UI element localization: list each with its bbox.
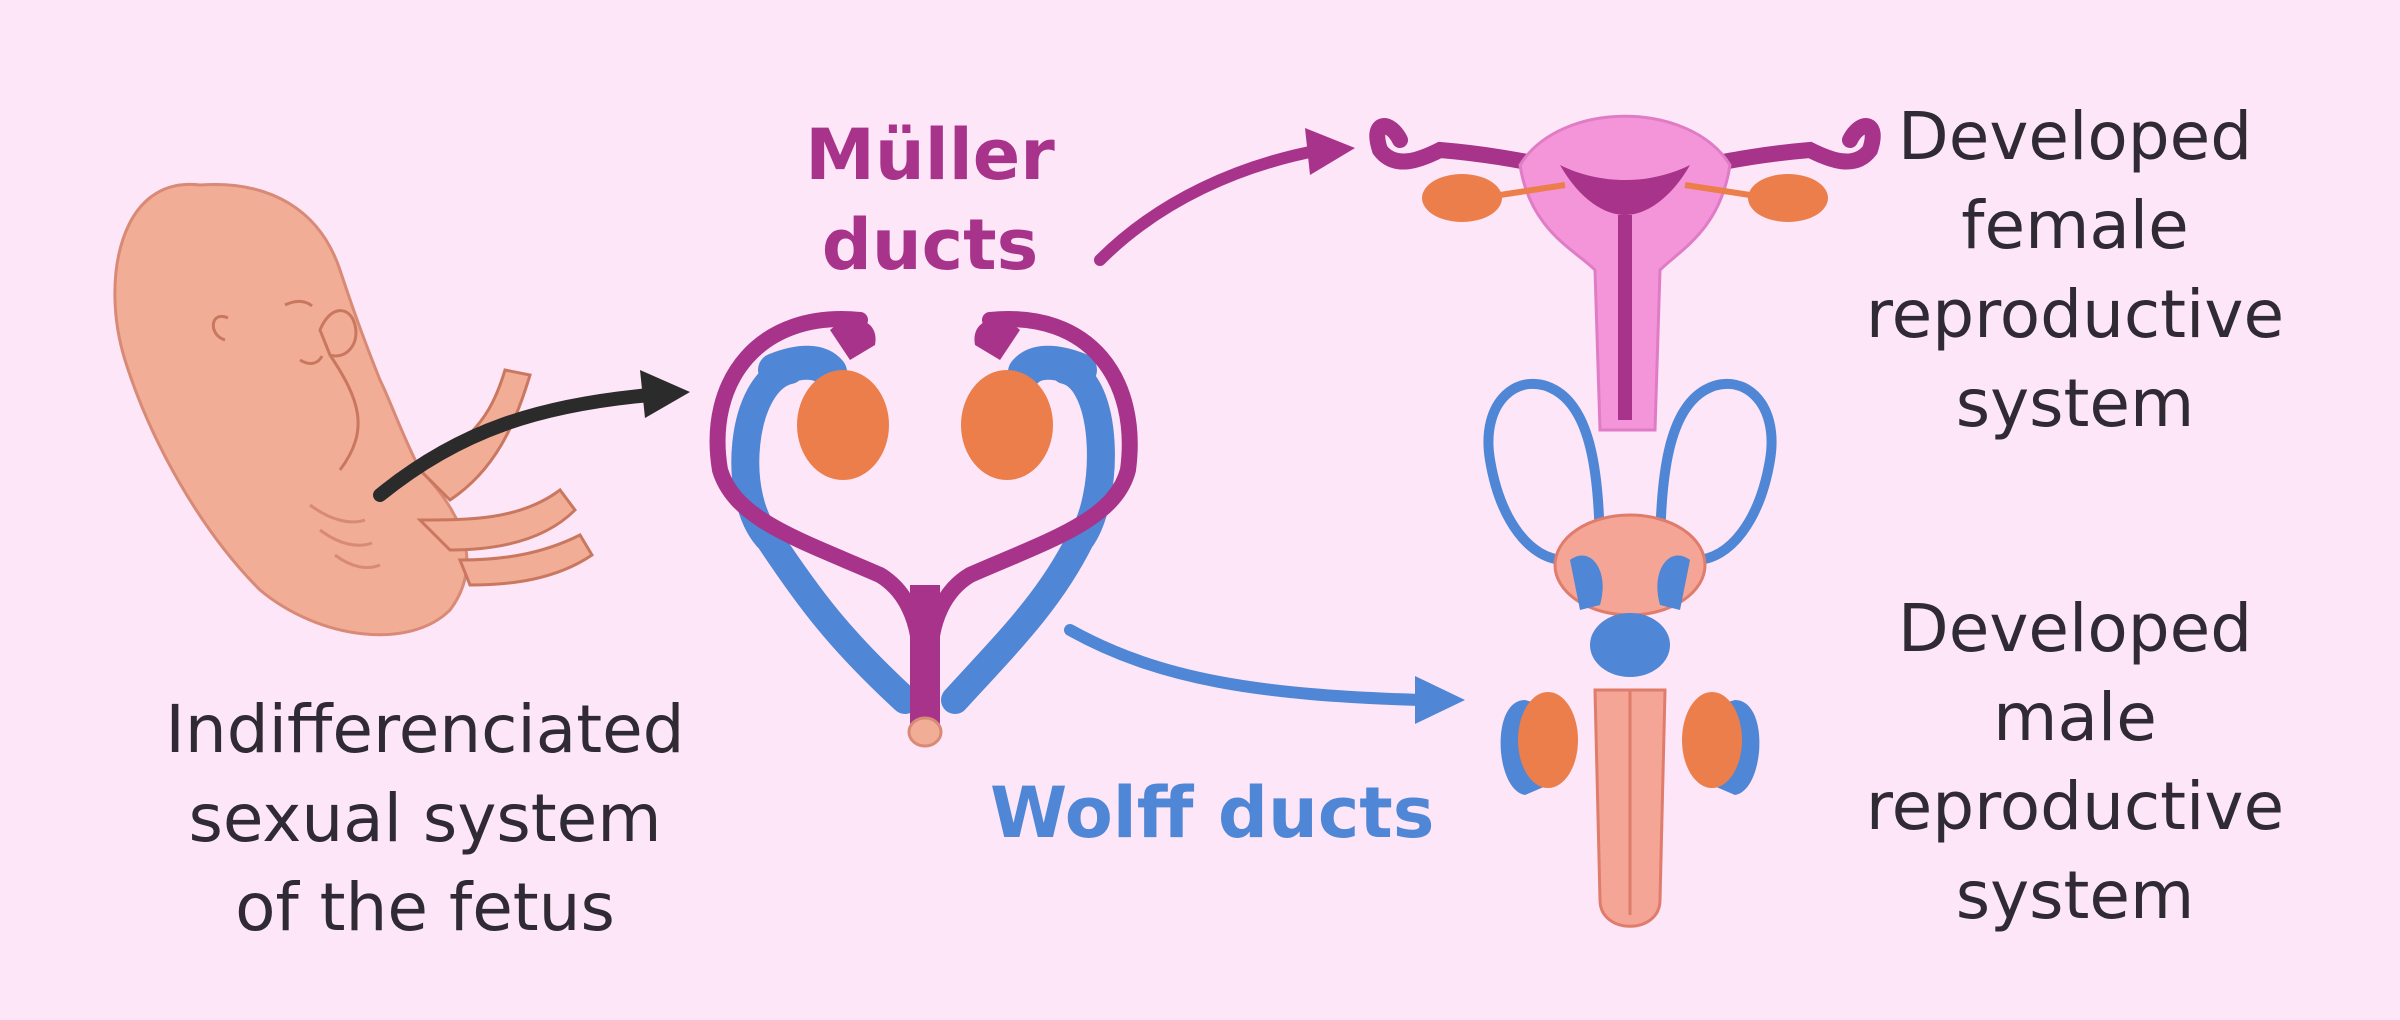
male-label-line-2: male xyxy=(1993,679,2157,756)
male-label-line-1: Developed xyxy=(1897,590,2253,667)
fetus-label: Indifferenciated sexual system of the fe… xyxy=(165,685,685,952)
fetus-to-ducts-arrow xyxy=(373,370,690,502)
ducts-illustration xyxy=(709,311,1138,748)
female-system-label: Developed female reproductive system xyxy=(1850,92,2300,448)
muller-ducts-label-line-2: ducts xyxy=(821,204,1039,286)
muller-ducts-label-line-1: Müller xyxy=(805,114,1055,196)
female-label-line-3: reproductive xyxy=(1865,276,2285,353)
fetus-illustration xyxy=(113,182,595,637)
female-system-illustration xyxy=(1369,114,1881,432)
fetus-label-line-3: of the fetus xyxy=(235,869,615,946)
female-label-line-2: female xyxy=(1961,187,2189,264)
fetus-label-line-2: sexual system xyxy=(188,780,662,857)
female-label-line-4: system xyxy=(1955,365,2195,442)
male-system-illustration xyxy=(1483,378,1777,928)
muller-to-female-arrow xyxy=(1094,128,1355,266)
wolff-to-male-arrow xyxy=(1064,624,1465,724)
fetus-label-line-1: Indifferenciated xyxy=(165,691,685,768)
male-system-label: Developed male reproductive system xyxy=(1850,584,2300,940)
female-label-line-1: Developed xyxy=(1897,98,2253,175)
male-label-line-3: reproductive xyxy=(1865,768,2285,845)
muller-ducts-label: Müller ducts xyxy=(780,110,1080,290)
male-label-line-4: system xyxy=(1955,857,2195,934)
wolff-ducts-label: Wolff ducts xyxy=(990,772,1435,854)
